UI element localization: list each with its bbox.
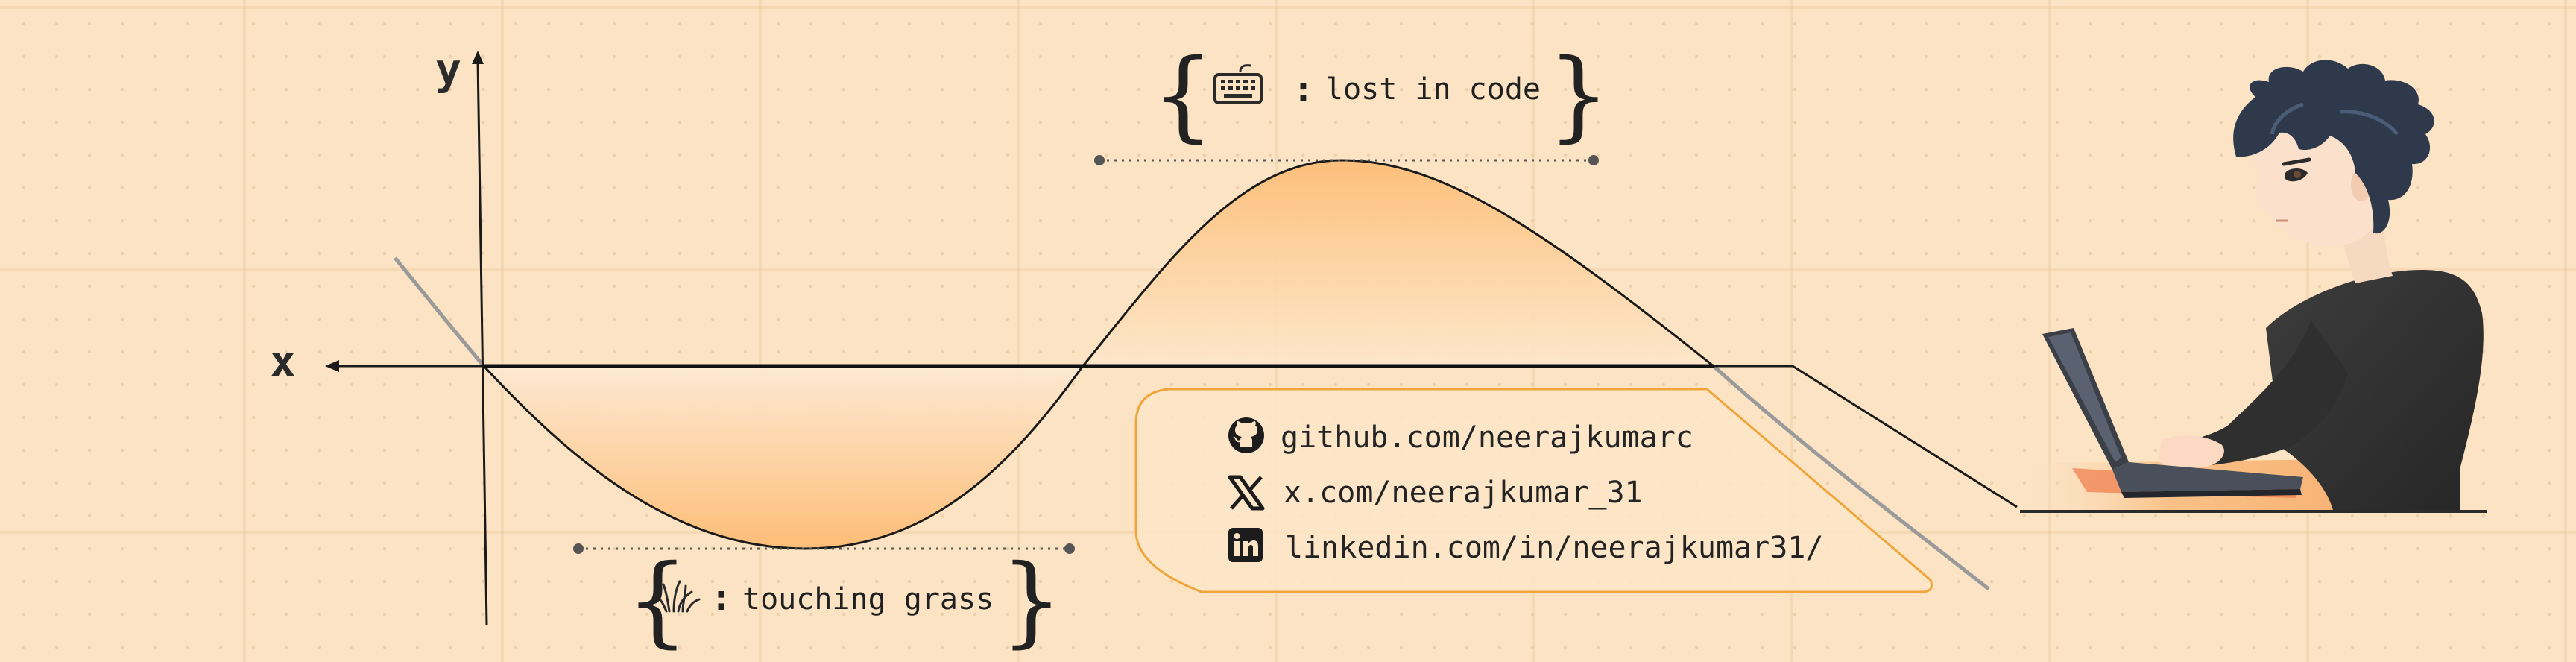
x-link[interactable]: x.com/neerajkumar_31 [1284,476,1643,510]
peak-colon: : [1292,69,1314,110]
shirt [2266,270,2484,510]
person-at-laptop-illustration [2012,60,2487,513]
x-link-text: x.com/neerajkumar_31 [1284,476,1643,510]
x-axis-label: x [270,336,296,387]
trough-colon: : [710,577,732,619]
peak-brace-left: { [1152,38,1214,153]
laptop-base [2112,462,2303,492]
x-axis-arrow [325,360,339,372]
github-link-text: github.com/neerajkumarc [1281,420,1693,455]
peak-annotation-text: lost in code [1325,72,1541,107]
hair [2233,60,2434,234]
connector-line [1792,365,2018,508]
curve-extension-right [1713,365,1990,590]
peak-brace-right: } [1547,38,1610,153]
peak-fill [1082,160,1714,367]
links-card-outline [1134,388,1933,593]
trough-annotation-text: touching grass [742,582,994,617]
trough-guide-dot-left [573,543,584,554]
peak-guide-dot-left [1094,155,1105,166]
trough-brace-left: { [626,543,689,658]
peak-guide-dot-right [1588,155,1599,166]
y-axis [476,59,488,625]
grass-icon [656,580,701,613]
github-icon-glyph [1228,417,1264,453]
github-link[interactable]: github.com/neerajkumarc [1281,420,1693,455]
linkedin-link[interactable]: linkedin.com/in/neerajkumar31/ [1285,531,1823,565]
arm [2162,321,2348,468]
trough-guide-dot-right [1064,543,1075,554]
y-axis-label: y [435,44,461,95]
y-axis-arrow [472,51,484,64]
curve-extension-left [394,256,486,368]
x-icon-glyph [1228,475,1265,511]
linkedin-icon-glyph [1228,528,1263,562]
trough-brace-right: } [1000,543,1063,658]
linkedin-link-text: linkedin.com/in/neerajkumar31/ [1285,531,1824,565]
trough-fill [484,367,1082,549]
keyboard-icon [1213,64,1263,104]
hands [2159,435,2224,468]
